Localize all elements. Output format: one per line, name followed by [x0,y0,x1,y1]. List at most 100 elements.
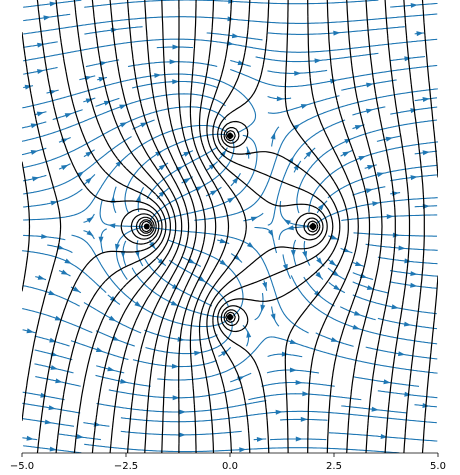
x-tick-label: 2.5 [326,461,342,472]
streamline-arrow [246,330,252,338]
streamline-arrow [172,44,180,50]
contour-line [161,0,317,453]
streamline-arrow [26,328,34,334]
streamline-arrow [270,132,276,140]
streamline-arrow [276,96,284,102]
streamline-arrow [333,284,341,291]
streamline-arrow [365,188,374,194]
streamline-arrow [86,230,94,237]
streamline-arrow [41,234,49,239]
streamline-arrow [115,243,120,252]
streamline-arrow [179,409,187,415]
streamline-arrow [44,419,52,425]
streamline-arrow [367,165,375,170]
streamline-arrow [342,151,350,157]
streamline-arrow [37,69,45,74]
contour-line [135,216,155,237]
streamline-arrow [288,156,294,164]
streamline-arrow [76,434,84,439]
streamline-arrow [410,271,418,276]
streamline-arrow [120,250,126,258]
contour-line [227,0,425,453]
streamline-arrow [154,73,162,78]
contour-line [140,220,152,233]
streamline-arrow [355,261,363,266]
streamline-arrow [403,321,412,327]
streamline-arrow [372,201,380,207]
streamline-arrow [358,156,366,161]
streamline-arrow [300,416,308,422]
streamline-arrow [305,150,313,158]
contour-line [73,0,316,453]
contour-line [206,0,328,453]
streamline-arrow [267,229,274,237]
streamline-arrow [283,219,291,226]
streamline-arrow [169,59,177,65]
streamline-arrow [422,150,430,156]
streamline-arrow [183,177,191,184]
streamline-arrow [86,216,94,223]
streamline-arrow [293,163,300,171]
streamline-arrow [64,113,73,118]
streamline [22,285,80,307]
streamline-arrow [410,3,418,8]
streamline [352,294,437,315]
streamline-arrow [315,271,322,279]
streamline-arrow [119,122,128,128]
streamline-arrow [134,301,142,308]
streamline-arrow [219,259,227,266]
streamline-arrow [61,269,69,275]
x-tick-label: 0.0 [222,461,238,472]
streamline-arrow [172,79,180,85]
streamline-arrow [208,163,216,170]
contour-line [36,0,315,453]
streamline-arrow [177,336,185,342]
streamline-arrow [380,434,388,439]
streamline-arrow [260,304,266,312]
streamline-arrow [157,258,165,266]
streamline-arrow [50,200,58,206]
streamline-arrow [98,236,104,244]
streamline-arrow [26,435,34,441]
streamline-arrow [290,249,296,257]
streamline-arrow [220,150,227,158]
streamline-arrow [386,214,394,220]
streamline-arrow [256,437,264,442]
streamline-arrow [366,285,375,290]
streamline-arrow [108,223,116,229]
streamline-arrow [392,232,400,238]
streamline-arrow [219,238,228,244]
contour-line [217,0,341,453]
streamline-arrow [99,61,107,66]
streamline-arrow [108,315,117,322]
streamline-arrow [40,392,48,398]
contour-line [138,219,153,234]
streamline-arrow [119,104,127,110]
streamline [316,197,438,224]
contour-line [225,0,371,453]
streamline-arrow [36,111,45,117]
streamline-arrow [289,339,298,344]
streamline-arrow [110,27,118,33]
streamline-arrow [48,405,56,411]
streamline-arrow [30,123,39,129]
streamline-arrow [391,304,399,310]
contour-line [198,0,324,453]
streamline-arrow [295,436,303,442]
streamline-arrow [55,378,63,384]
streamline-arrow [302,391,310,397]
streamline-arrow [365,108,374,114]
streamline-arrow [333,30,341,36]
streamline-arrow [300,104,309,109]
singularity-point [143,223,150,230]
streamline-arrow [314,58,322,64]
streamline-arrow [330,234,338,240]
streamline-arrow [250,216,259,222]
streamline-arrow [98,76,106,82]
streamline [23,136,132,195]
streamline-arrow [317,203,325,211]
streamline-arrow [61,164,69,171]
streamline-arrow [64,258,72,264]
streamline-arrow [194,350,202,356]
streamline-arrow [171,363,179,369]
